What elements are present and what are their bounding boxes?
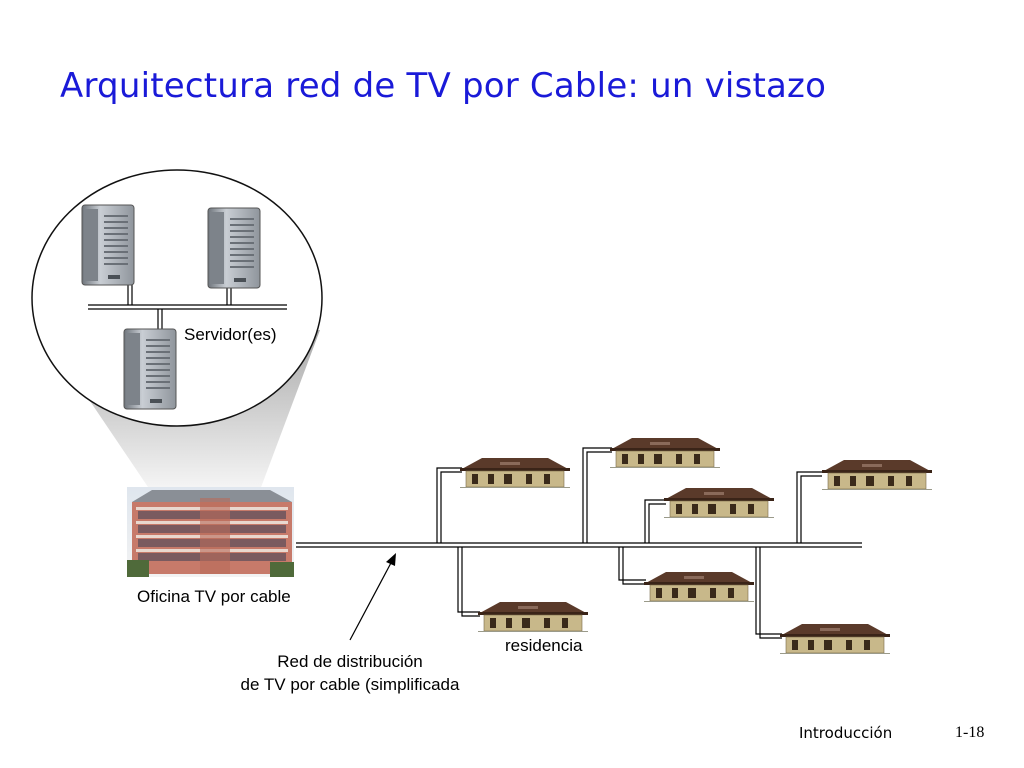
servers-bubble bbox=[31, 169, 323, 427]
server-tower-icon bbox=[207, 207, 261, 289]
server-tower-icon bbox=[123, 328, 177, 410]
office-label: Oficina TV por cable bbox=[137, 587, 291, 606]
house-icon bbox=[643, 571, 755, 603]
house-icon bbox=[477, 601, 589, 633]
servers-label: Servidor(es) bbox=[184, 325, 277, 344]
arrow-icon bbox=[349, 553, 396, 641]
house-icon bbox=[821, 459, 933, 491]
house-icon bbox=[663, 487, 775, 519]
distribution-cable bbox=[296, 447, 862, 639]
slide-title: Arquitectura red de TV por Cable: un vis… bbox=[60, 66, 827, 106]
network-label: Red de distribución de TV por cable (sim… bbox=[190, 650, 510, 696]
residence-label: residencia bbox=[505, 636, 583, 655]
network-label-line1: Red de distribución bbox=[277, 652, 423, 671]
page-number: 1-18 bbox=[955, 724, 985, 741]
network-label-line2: de TV por cable (simplificada bbox=[240, 675, 460, 694]
house-icon bbox=[609, 437, 721, 469]
server-tower-icon bbox=[81, 204, 135, 286]
house-icon bbox=[779, 623, 891, 655]
office-building-icon bbox=[127, 487, 294, 577]
server-lan bbox=[88, 283, 287, 330]
footer-title: Introducción bbox=[799, 724, 893, 742]
house-icon bbox=[459, 457, 571, 489]
